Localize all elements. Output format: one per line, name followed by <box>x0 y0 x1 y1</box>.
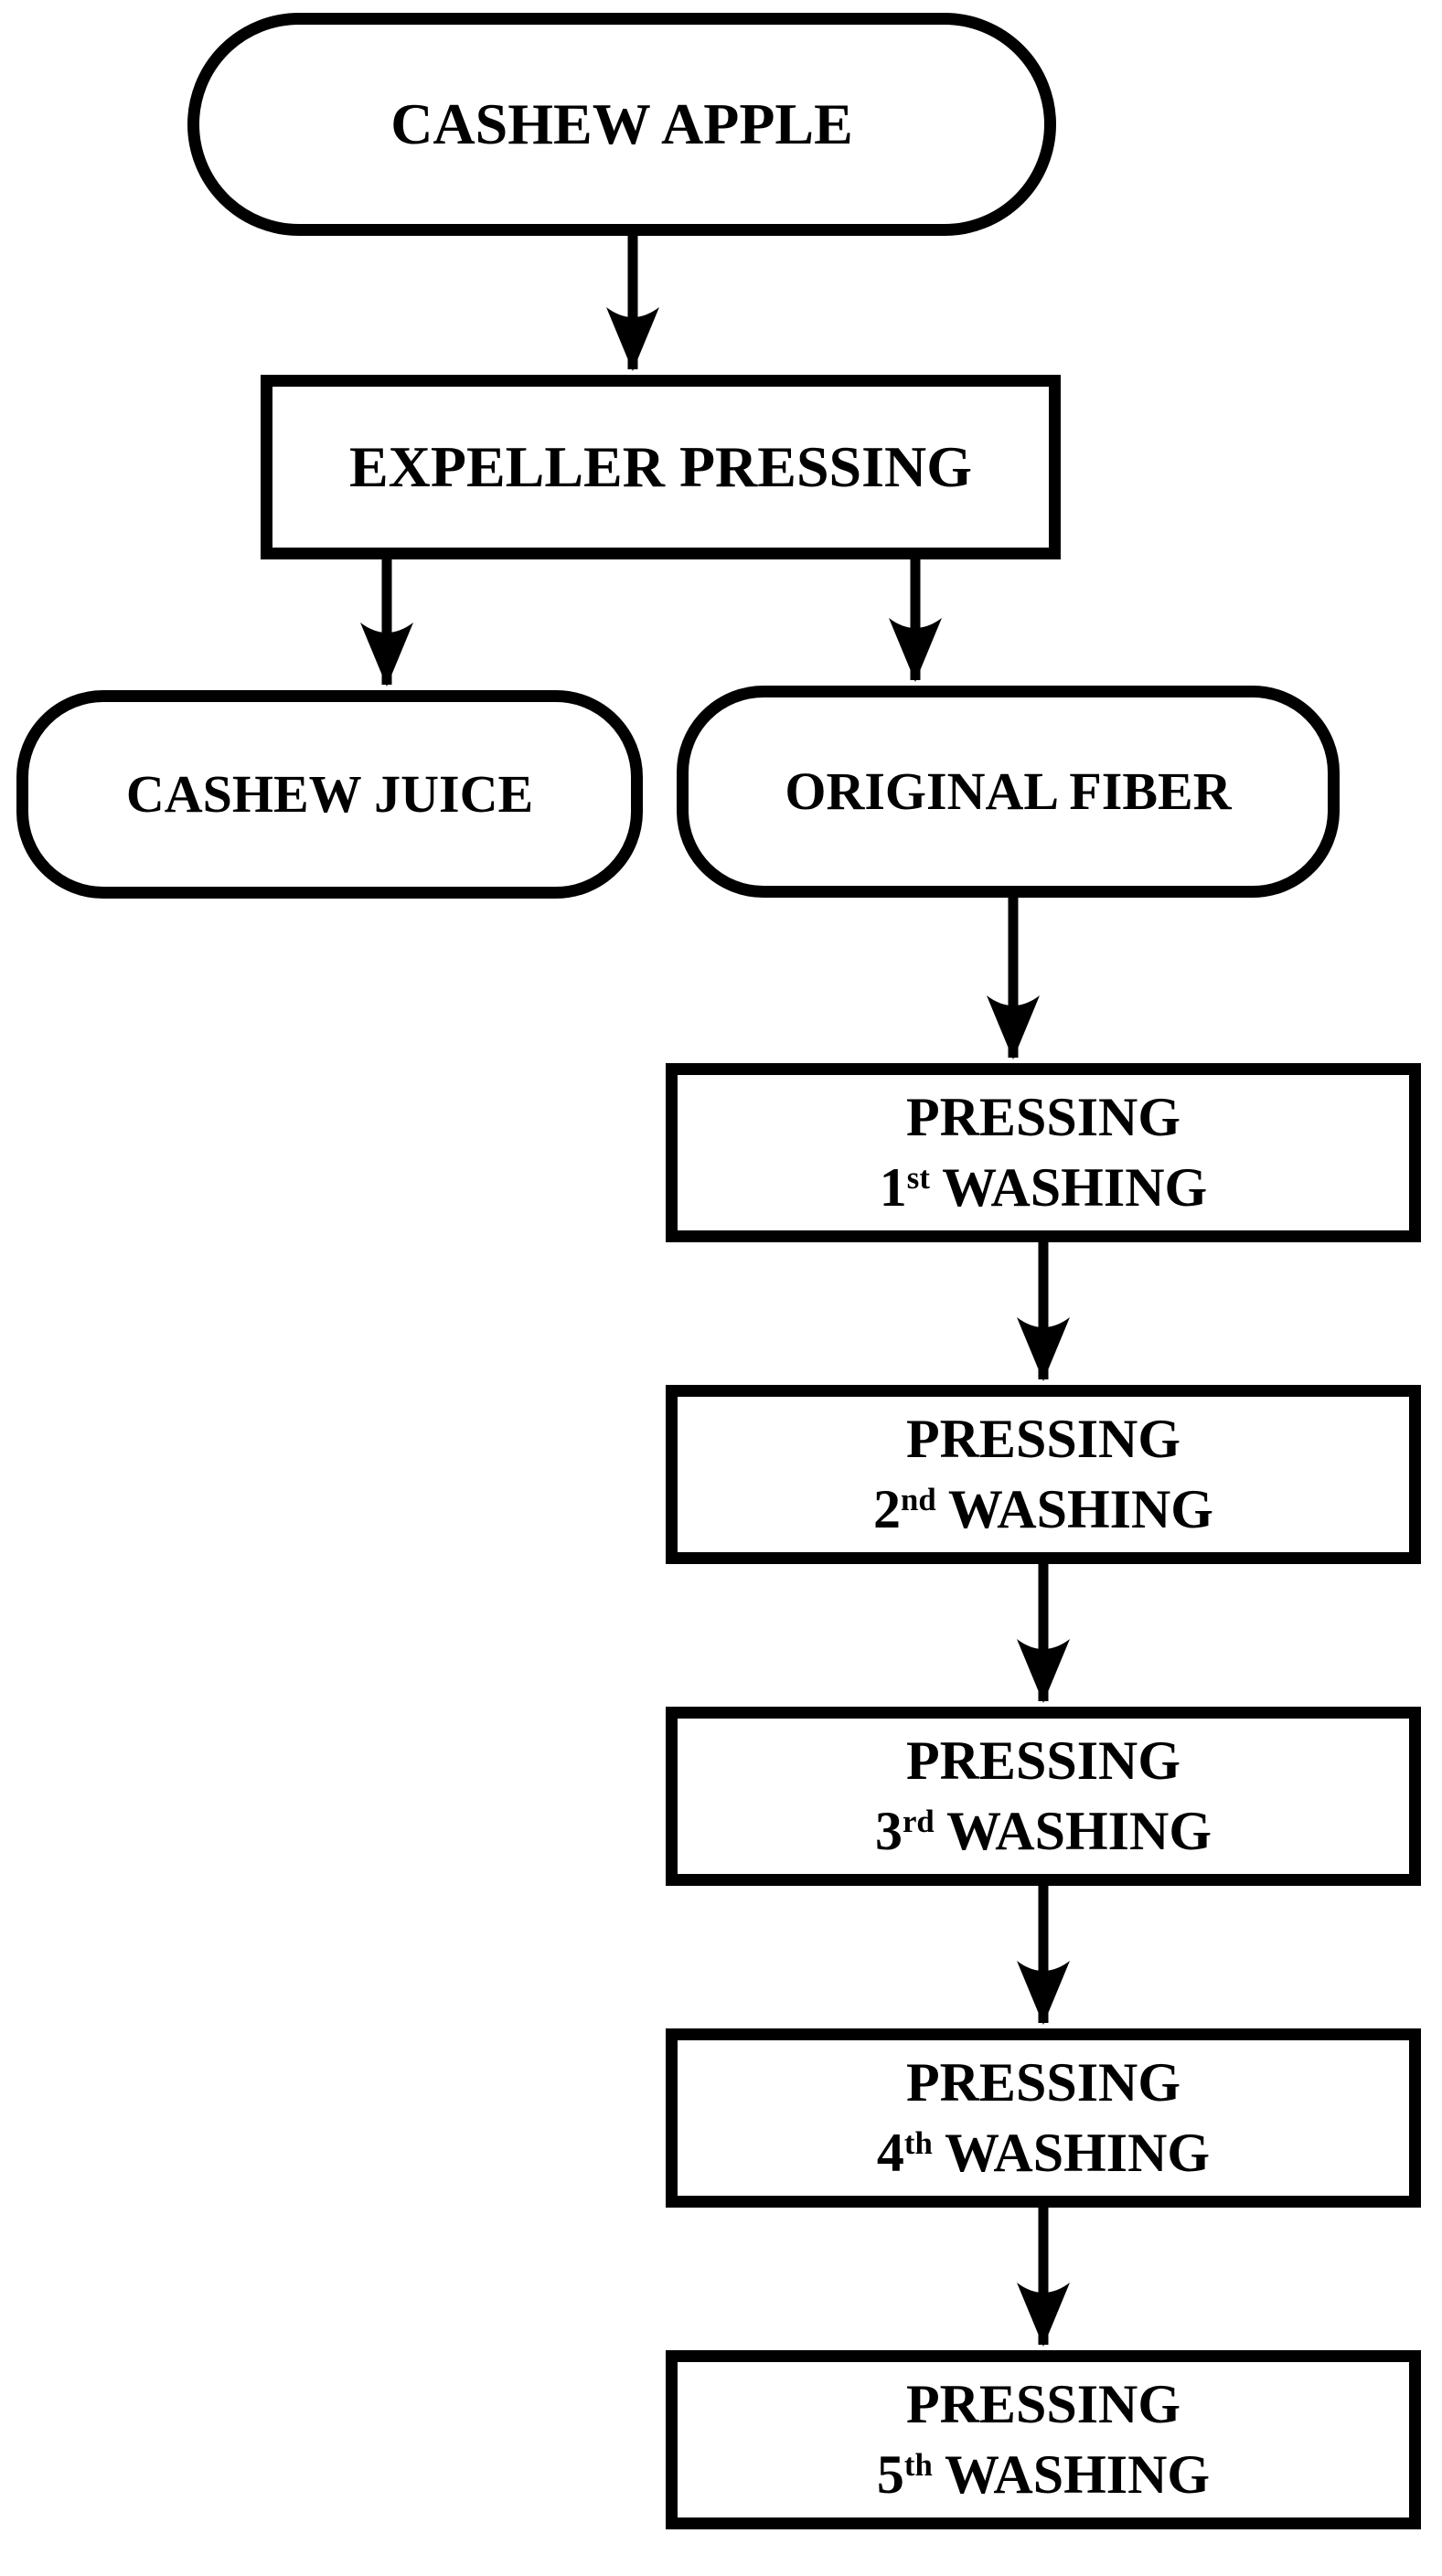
node-cashew-juice: CASHEW JUICE <box>16 690 643 899</box>
pressing-label: PRESSING <box>905 1409 1181 1470</box>
node-original-fiber-label: ORIGINAL FIBER <box>785 761 1232 821</box>
pressing-label: PRESSING <box>905 2374 1181 2435</box>
node-cashew-juice-label: CASHEW JUICE <box>125 763 534 824</box>
node-cashew-apple-label: CASHEW APPLE <box>390 91 853 157</box>
node-cashew-apple: CASHEW APPLE <box>187 13 1056 236</box>
node-expeller-pressing-label: EXPELLER PRESSING <box>348 434 973 500</box>
node-original-fiber: ORIGINAL FIBER <box>677 686 1340 898</box>
pressing-label: PRESSING <box>905 2052 1181 2113</box>
pressing-label: PRESSING <box>905 1087 1181 1148</box>
pressing-label: PRESSING <box>905 1730 1181 1792</box>
node-expeller-pressing: EXPELLER PRESSING <box>261 375 1061 559</box>
